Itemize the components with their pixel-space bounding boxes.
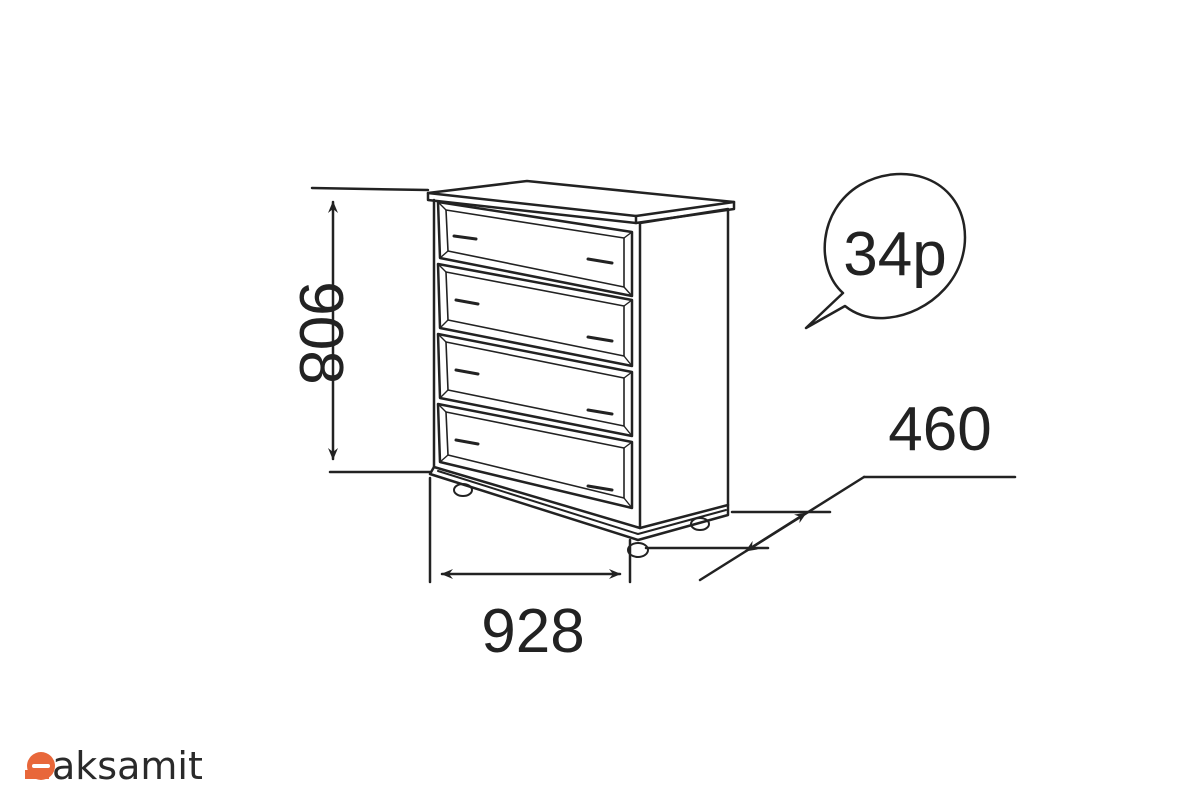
drawer-4-left-handle: [454, 438, 480, 446]
drawer-4-right-handle: [586, 484, 614, 492]
drawer-1-left-handle: [452, 234, 478, 241]
width-dimension: 928: [428, 476, 632, 666]
drawer-3-right-handle: [586, 408, 614, 416]
drawer-2-left-handle: [454, 298, 480, 306]
depth-value: 460: [888, 395, 991, 464]
logo-text: aksamit: [52, 744, 203, 788]
aksamit-logo: aksamit: [25, 744, 203, 788]
badge-label: 34р: [843, 220, 946, 289]
width-value: 928: [481, 597, 584, 666]
drawer-1: [436, 200, 634, 298]
drawer-3: [436, 332, 634, 438]
logo-mark-icon: [25, 752, 55, 780]
drawer-2: [436, 262, 634, 368]
drawer-2-right-handle: [586, 335, 614, 343]
drawer-4: [436, 402, 634, 510]
chest-drawing: [426, 179, 736, 558]
height-dimension: 908: [286, 186, 432, 474]
badge-bubble: 34р: [804, 172, 967, 330]
drawer-1-right-handle: [586, 257, 614, 265]
height-value: 908: [286, 281, 355, 384]
drawer-3-left-handle: [454, 368, 480, 376]
depth-dimension: 460: [644, 395, 1017, 582]
